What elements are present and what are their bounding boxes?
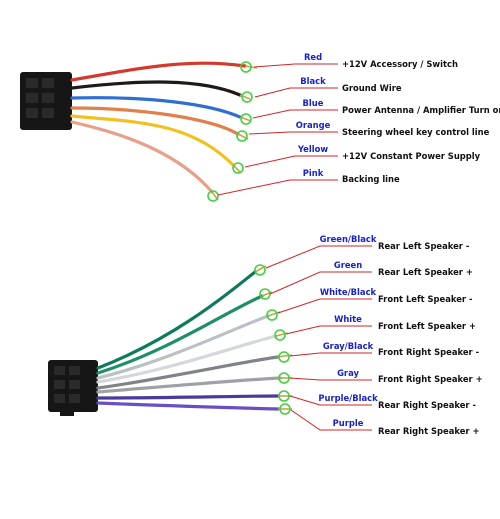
bottom-color-label-gray-black: Gray/Black [323,341,374,351]
bottom-leader-gray [289,377,372,381]
bottom-color-label-purple-black: Purple/Black [318,393,378,403]
top-leader-yellow [244,155,338,168]
top-description-orange: Steering wheel key control line [342,127,490,137]
bottom-wire-purple-black [96,394,280,400]
bottom-description-white-black: Front Left Speaker - [378,294,473,304]
top-marker-blue [240,113,252,125]
top-leader-blue [252,109,338,119]
top-wire-pink [70,120,214,194]
top-leader-pink [217,179,338,196]
top-wire-tip-yellow [233,165,241,173]
bottom-color-label-purple: Purple [333,418,364,428]
bottom-marker-purple-black [278,390,290,402]
bottom-color-label-white: White [334,314,362,324]
top-marker-red [240,61,252,73]
bottom-leader-white [285,325,372,335]
bottom-wire-purple [96,401,280,411]
top-color-label-yellow: Yellow [297,144,328,154]
top-connector [20,72,72,130]
bottom-marker-white-black [266,309,278,321]
top-color-label-black: Black [300,76,326,86]
bottom-connector [48,360,98,416]
top-description-yellow: +12V Constant Power Supply [342,151,481,161]
top-wire-blue [70,96,242,119]
top-marker-black [241,91,253,103]
top-color-label-orange: Orange [296,120,331,130]
bottom-leader-green [269,271,372,295]
bottom-description-purple: Rear Right Speaker + [378,426,479,436]
top-wire-orange [70,106,240,136]
bottom-color-label-white-black: White/Black [320,287,377,297]
bottom-marker-white [274,329,286,341]
bottom-marker-purple [279,403,291,415]
bottom-description-white: Front Left Speaker + [378,321,476,331]
bottom-leader-gray-black [289,352,372,357]
bottom-color-label-green: Green [334,260,362,270]
bottom-description-purple-black: Rear Right Speaker - [378,400,476,410]
bottom-wire-white-black [96,314,270,380]
top-description-black: Ground Wire [342,83,402,93]
top-wire-red [70,61,247,82]
top-wire-yellow [70,114,236,168]
top-wire-black [70,80,242,97]
top-color-label-blue: Blue [303,98,324,108]
bottom-leader-green-black [265,245,372,269]
top-description-blue: Power Antenna / Amplifier Turn on [342,105,500,115]
top-color-label-red: Red [304,52,322,62]
bottom-description-green-black: Rear Left Speaker - [378,241,470,251]
top-leader-black [254,87,338,98]
bottom-leader-white-black [277,298,372,314]
top-leader-red [253,63,338,68]
top-marker-orange [236,130,248,142]
bottom-description-gray-black: Front Right Speaker - [378,347,480,357]
bottom-marker-gray [278,372,290,384]
top-leader-orange [248,131,338,135]
bottom-wire-tip-gray-black [277,354,293,358]
bottom-description-gray: Front Right Speaker + [378,374,483,384]
top-marker-yellow [232,162,244,174]
bottom-marker-gray-black [278,351,290,363]
bottom-wire-gray-black [96,355,280,390]
bottom-wire-green [96,294,264,375]
bottom-marker-green-black [254,264,266,276]
bottom-wire-gray [96,376,282,394]
bottom-color-label-gray: Gray [337,368,359,378]
bottom-leader-purple [290,409,372,431]
top-color-label-pink: Pink [303,168,324,178]
top-marker-pink [207,190,219,202]
bottom-wire-green-black [96,270,257,370]
top-description-red: +12V Accessory / Switch [342,59,458,69]
bottom-leader-purple-black [289,395,372,406]
bottom-wire-white [96,334,278,384]
top-description-pink: Backing line [342,174,400,184]
bottom-color-label-green-black: Green/Black [320,234,377,244]
bottom-description-green: Rear Left Speaker + [378,267,473,277]
